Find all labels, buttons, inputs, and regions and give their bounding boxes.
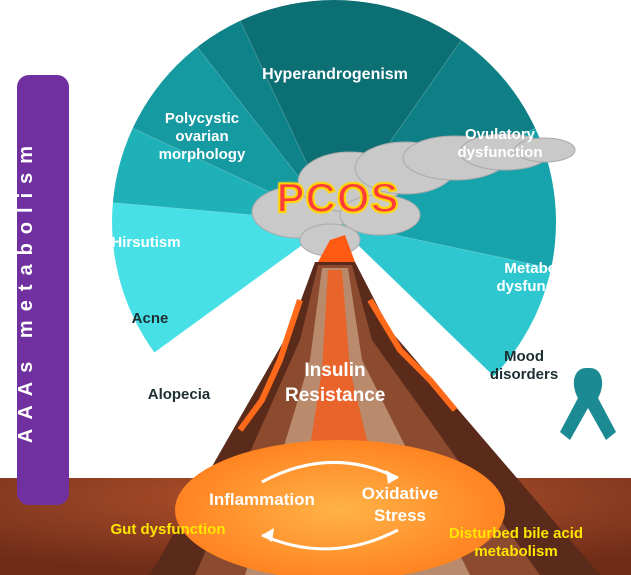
cycle-arrow-head-bottom (262, 528, 274, 542)
insulin-resistance-label: Insulin Resistance (285, 360, 386, 406)
label-hirsutism: Hirsutism (111, 234, 181, 251)
wheel-segment (125, 40, 334, 223)
awareness-ribbon (560, 368, 616, 440)
label-hyperandrogenism: Hyperandrogenism (262, 66, 408, 83)
label-alopecia: Alopecia (147, 386, 211, 403)
bile-acid-label: Disturbed bile acid metabolism (448, 525, 584, 560)
label-metabolic-dysfunction: Metabolic dysfunction (496, 260, 582, 295)
label-ovulatory-dysfunction: Ovulatory dysfunction (457, 126, 543, 161)
label-acne: Acne (131, 310, 169, 327)
wheel-segment (192, 13, 334, 222)
wheel-segment (236, 0, 466, 222)
gut-dysfunction-label: Gut dysfunction (110, 521, 226, 538)
smoke-cloud (251, 133, 576, 257)
cycle-arrows (261, 460, 399, 551)
magma-chamber (175, 440, 505, 575)
inflammation-label: Inflammation (209, 490, 315, 509)
label-polycystic-ovarian-morphology: Polycystic ovarian morphology (158, 110, 246, 163)
cycle-arrow-head-top (386, 470, 398, 484)
wheel-divider (333, 221, 500, 383)
aaas-metabolism-sidebar (17, 75, 69, 505)
wheel-segment (112, 201, 334, 358)
oxidative-stress-label: Oxidative Stress (361, 484, 439, 525)
label-mood-disorders: Mood disorders (489, 348, 559, 383)
wheel-segment (334, 222, 556, 382)
pcos-title: PCOS (275, 173, 400, 222)
sidebar-label: AAAs metabolism (15, 136, 37, 444)
